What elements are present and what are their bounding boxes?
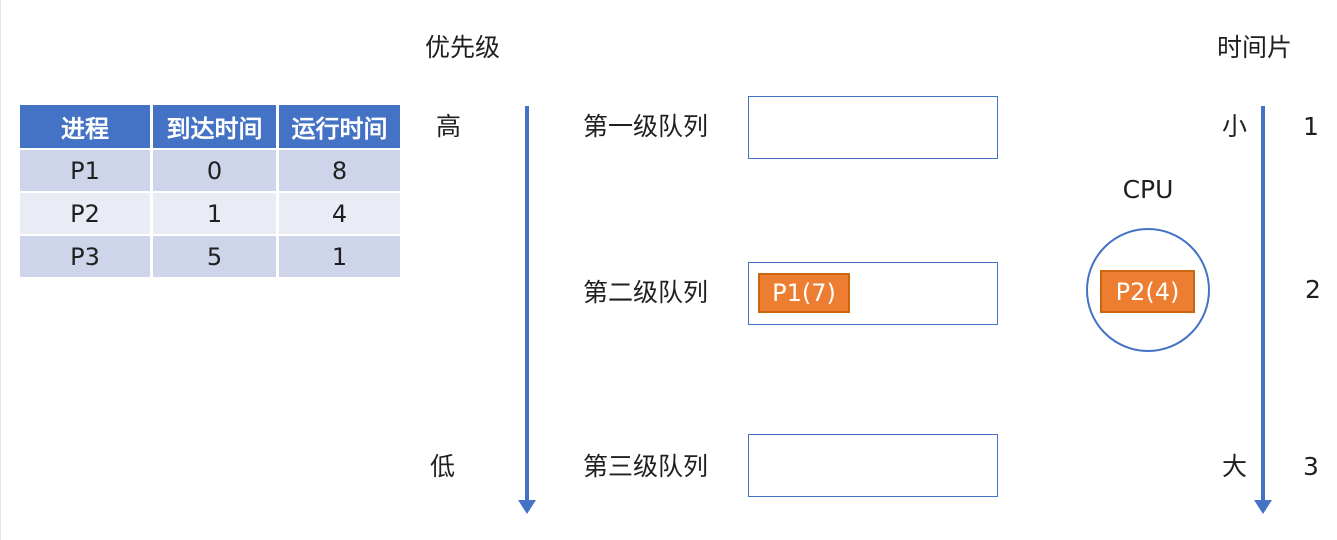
table-header-process: 进程 — [20, 105, 150, 148]
left-edge-line — [0, 0, 1, 540]
timeslice-value-1: 1 — [1303, 112, 1319, 141]
timeslice-value-3: 3 — [1303, 452, 1319, 481]
cpu-label: CPU — [1122, 175, 1174, 204]
priority-high-label: 高 — [436, 112, 462, 141]
timeslice-arrow-line — [1261, 106, 1265, 501]
timeslice-axis-title: 时间片 — [1217, 33, 1293, 62]
queue1-box — [748, 96, 998, 159]
table-cell-r0-runtime: 8 — [279, 150, 400, 191]
table-cell-r1-arrival: 1 — [153, 193, 276, 234]
table-cell-r2-process: P3 — [20, 236, 150, 277]
timeslice-small-label: 小 — [1222, 112, 1248, 141]
timeslice-large-label: 大 — [1222, 452, 1248, 481]
priority-arrow-head-icon — [518, 500, 536, 514]
table-cell-r0-process: P1 — [20, 150, 150, 191]
table-cell-r2-runtime: 1 — [279, 236, 400, 277]
table-cell-r1-process: P2 — [20, 193, 150, 234]
table-cell-r0-arrival: 0 — [153, 150, 276, 191]
priority-low-label: 低 — [430, 452, 456, 481]
timeslice-value-2: 2 — [1305, 275, 1321, 304]
priority-axis-title: 优先级 — [425, 33, 501, 62]
queue2-label: 第二级队列 — [583, 278, 709, 307]
queue2-process-chip: P1(7) — [758, 273, 850, 313]
queue1-label: 第一级队列 — [583, 112, 709, 141]
timeslice-arrow-head-icon — [1254, 500, 1272, 514]
priority-arrow-line — [525, 106, 529, 501]
table-cell-r2-arrival: 5 — [153, 236, 276, 277]
table-header-run-time: 运行时间 — [279, 105, 400, 148]
queue3-label: 第三级队列 — [583, 452, 709, 481]
process-table: 进程 到达时间 运行时间 P1 0 8 P2 1 4 P3 5 1 — [20, 105, 400, 277]
table-header-arrival-time: 到达时间 — [153, 105, 276, 148]
queue3-box — [748, 434, 998, 497]
table-cell-r1-runtime: 4 — [279, 193, 400, 234]
cpu-process-chip: P2(4) — [1100, 270, 1195, 313]
